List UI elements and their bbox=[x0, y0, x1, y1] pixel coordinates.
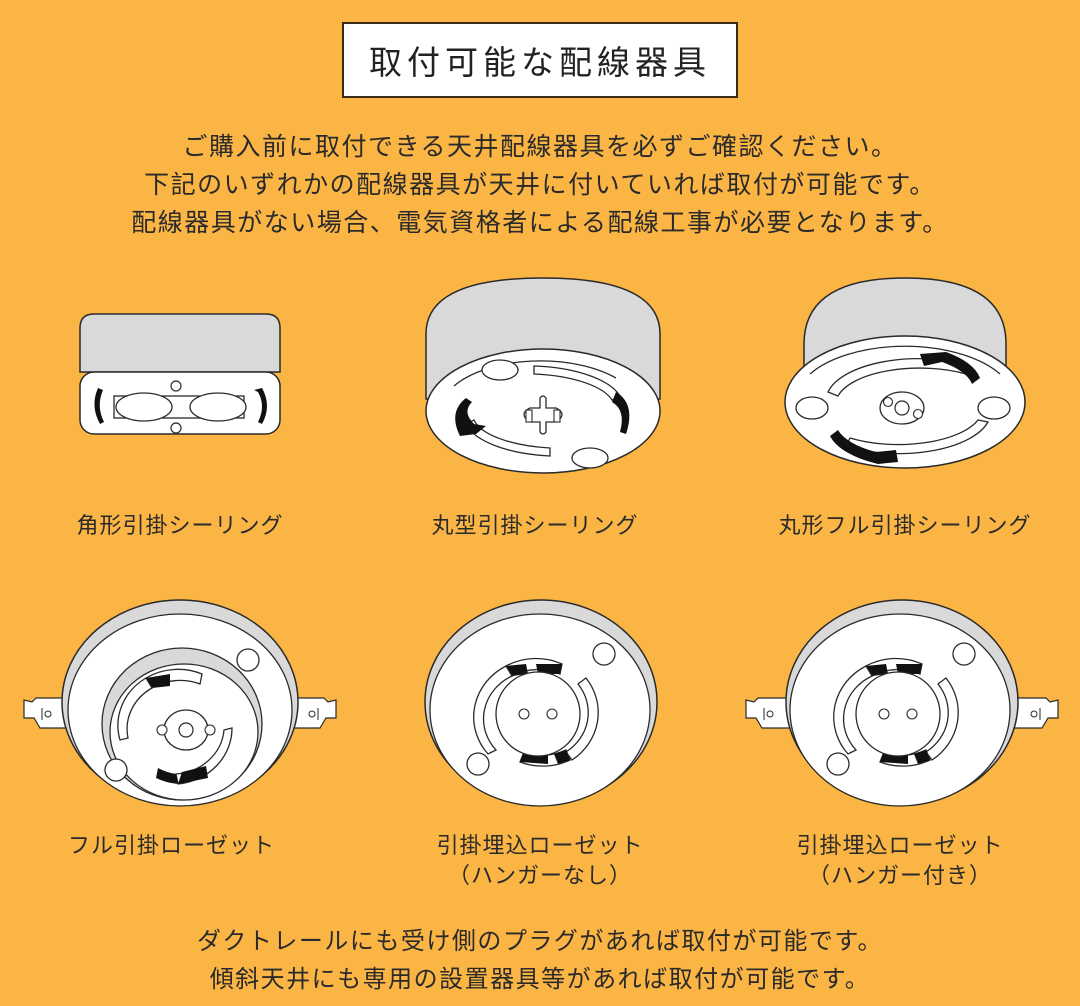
square-hook-ceiling-illustration bbox=[78, 312, 282, 438]
round-full-hook-ceiling-illustration bbox=[780, 274, 1030, 474]
fixture-label: 角形引掛シーリング bbox=[76, 514, 284, 539]
title-box: 取付可能な配線器具 bbox=[342, 22, 738, 98]
fixture-label: 引掛埋込ローゼット （ハンガー付き） bbox=[760, 832, 1040, 892]
footer-line: ダクトレールにも受け側のプラグがあれば取付が可能です。 bbox=[196, 927, 884, 955]
fixture-label-sub: （ハンガーなし） bbox=[447, 864, 632, 889]
fixture-label-sub: （ハンガー付き） bbox=[807, 864, 992, 889]
fixture-label: 引掛埋込ローゼット （ハンガーなし） bbox=[400, 832, 680, 892]
intro-line: 配線器具がない場合、電気資格者による配線工事が必要となります。 bbox=[131, 208, 949, 237]
round-hook-ceiling-illustration bbox=[420, 274, 666, 478]
fixture-label: 丸型引掛シーリング bbox=[431, 514, 639, 539]
intro-text: ご購入前に取付できる天井配線器具を必ずご確認ください。 下記のいずれかの配線器具… bbox=[0, 128, 1080, 242]
fixture-label-main: 引掛埋込ローゼット bbox=[436, 834, 644, 859]
full-hook-rosette-illustration bbox=[22, 594, 338, 814]
fixture-label: 丸形フル引掛シーリング bbox=[778, 514, 1032, 539]
footer-line: 傾斜天井にも専用の設置器具等があれば取付が可能です。 bbox=[209, 965, 871, 993]
intro-line: ご購入前に取付できる天井配線器具を必ずご確認ください。 bbox=[182, 132, 898, 161]
fixture-label: フル引掛ローゼット bbox=[68, 834, 276, 859]
embedded-rosette-no-hanger-illustration bbox=[418, 594, 664, 814]
embedded-rosette-with-hanger-illustration bbox=[744, 594, 1060, 814]
footer-notes: ダクトレールにも受け側のプラグがあれば取付が可能です。 傾斜天井にも専用の設置器… bbox=[0, 922, 1080, 998]
fixture-label-main: 引掛埋込ローゼット bbox=[796, 834, 1004, 859]
intro-line: 下記のいずれかの配線器具が天井に付いていれば取付が可能です。 bbox=[144, 170, 936, 199]
page-title: 取付可能な配線器具 bbox=[369, 43, 711, 82]
